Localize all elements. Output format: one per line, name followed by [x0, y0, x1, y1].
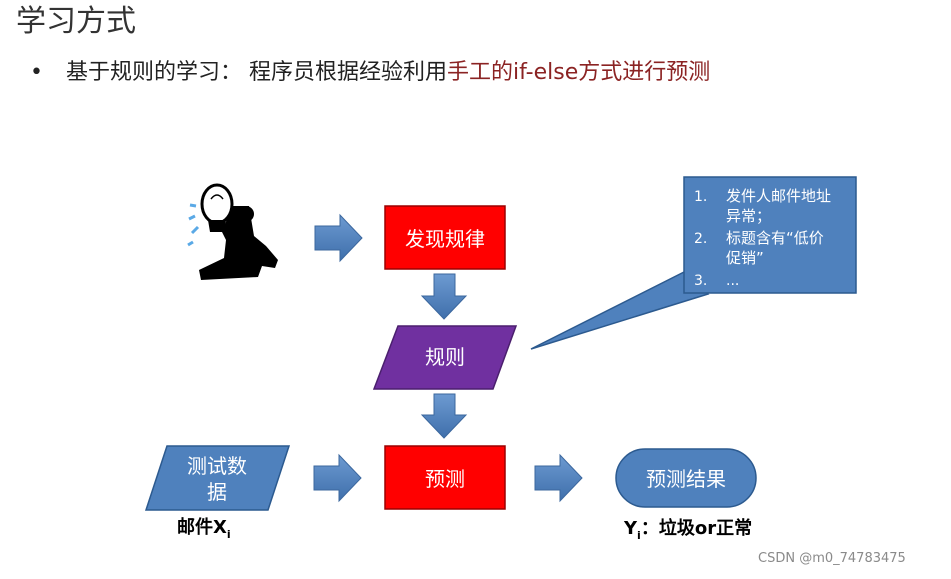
arrow-icon-to-discover: [314, 213, 363, 263]
callout-item-3-line1: ...: [726, 273, 739, 289]
thinker-lightbulb-icon: [187, 183, 278, 280]
page-title: 学习方式: [16, 4, 136, 39]
bullet-text-plain: 程序员根据经验利用: [249, 60, 448, 85]
discover-box-label: 发现规律: [405, 227, 485, 251]
test-data-line1: 测试数: [187, 454, 247, 478]
callout-item-3-num: 3.: [694, 273, 707, 289]
callout-item-1-line1: 发件人邮件地址: [726, 187, 831, 205]
rules-box: [372, 325, 518, 390]
bullet-dot: •: [30, 60, 43, 85]
rules-box-label: 规则: [425, 345, 465, 369]
test-data-box: [144, 445, 291, 511]
mail-label: 邮件Xi: [177, 516, 231, 541]
arrow-testdata-to-predict: [313, 453, 362, 503]
rules-callout: 1. 发件人邮件地址 异常； 2. 标题含有“低价 促销” 3. ...: [530, 176, 857, 350]
predict-box-label: 预测: [425, 467, 465, 491]
callout-item-1-line2: 异常；: [726, 207, 771, 225]
result-box: [615, 448, 757, 508]
discover-box: [384, 205, 506, 270]
bullet-line: • 基于规则的学习： 程序员根据经验利用手工的if-else方式进行预测: [30, 57, 710, 89]
callout-item-2-num: 2.: [694, 231, 707, 247]
callout-item-1-num: 1.: [694, 189, 707, 205]
callout-item-2-line1: 标题含有“低价: [726, 229, 824, 247]
y-result-label: Yi：垃圾or正常: [623, 517, 752, 542]
predict-box: [384, 445, 506, 510]
arrow-rules-to-predict: [420, 393, 468, 439]
bullet-text-highlight: 手工的if-else方式进行预测: [447, 60, 711, 85]
bullet-label: 基于规则的学习：: [66, 60, 243, 85]
csdn-watermark: CSDN @m0_74783475: [758, 551, 906, 566]
result-box-label: 预测结果: [646, 467, 726, 491]
test-data-line2: 据: [207, 480, 227, 504]
arrow-discover-to-rules: [420, 273, 468, 320]
callout-item-2-line2: 促销”: [726, 249, 764, 267]
arrow-predict-to-result: [534, 453, 583, 503]
